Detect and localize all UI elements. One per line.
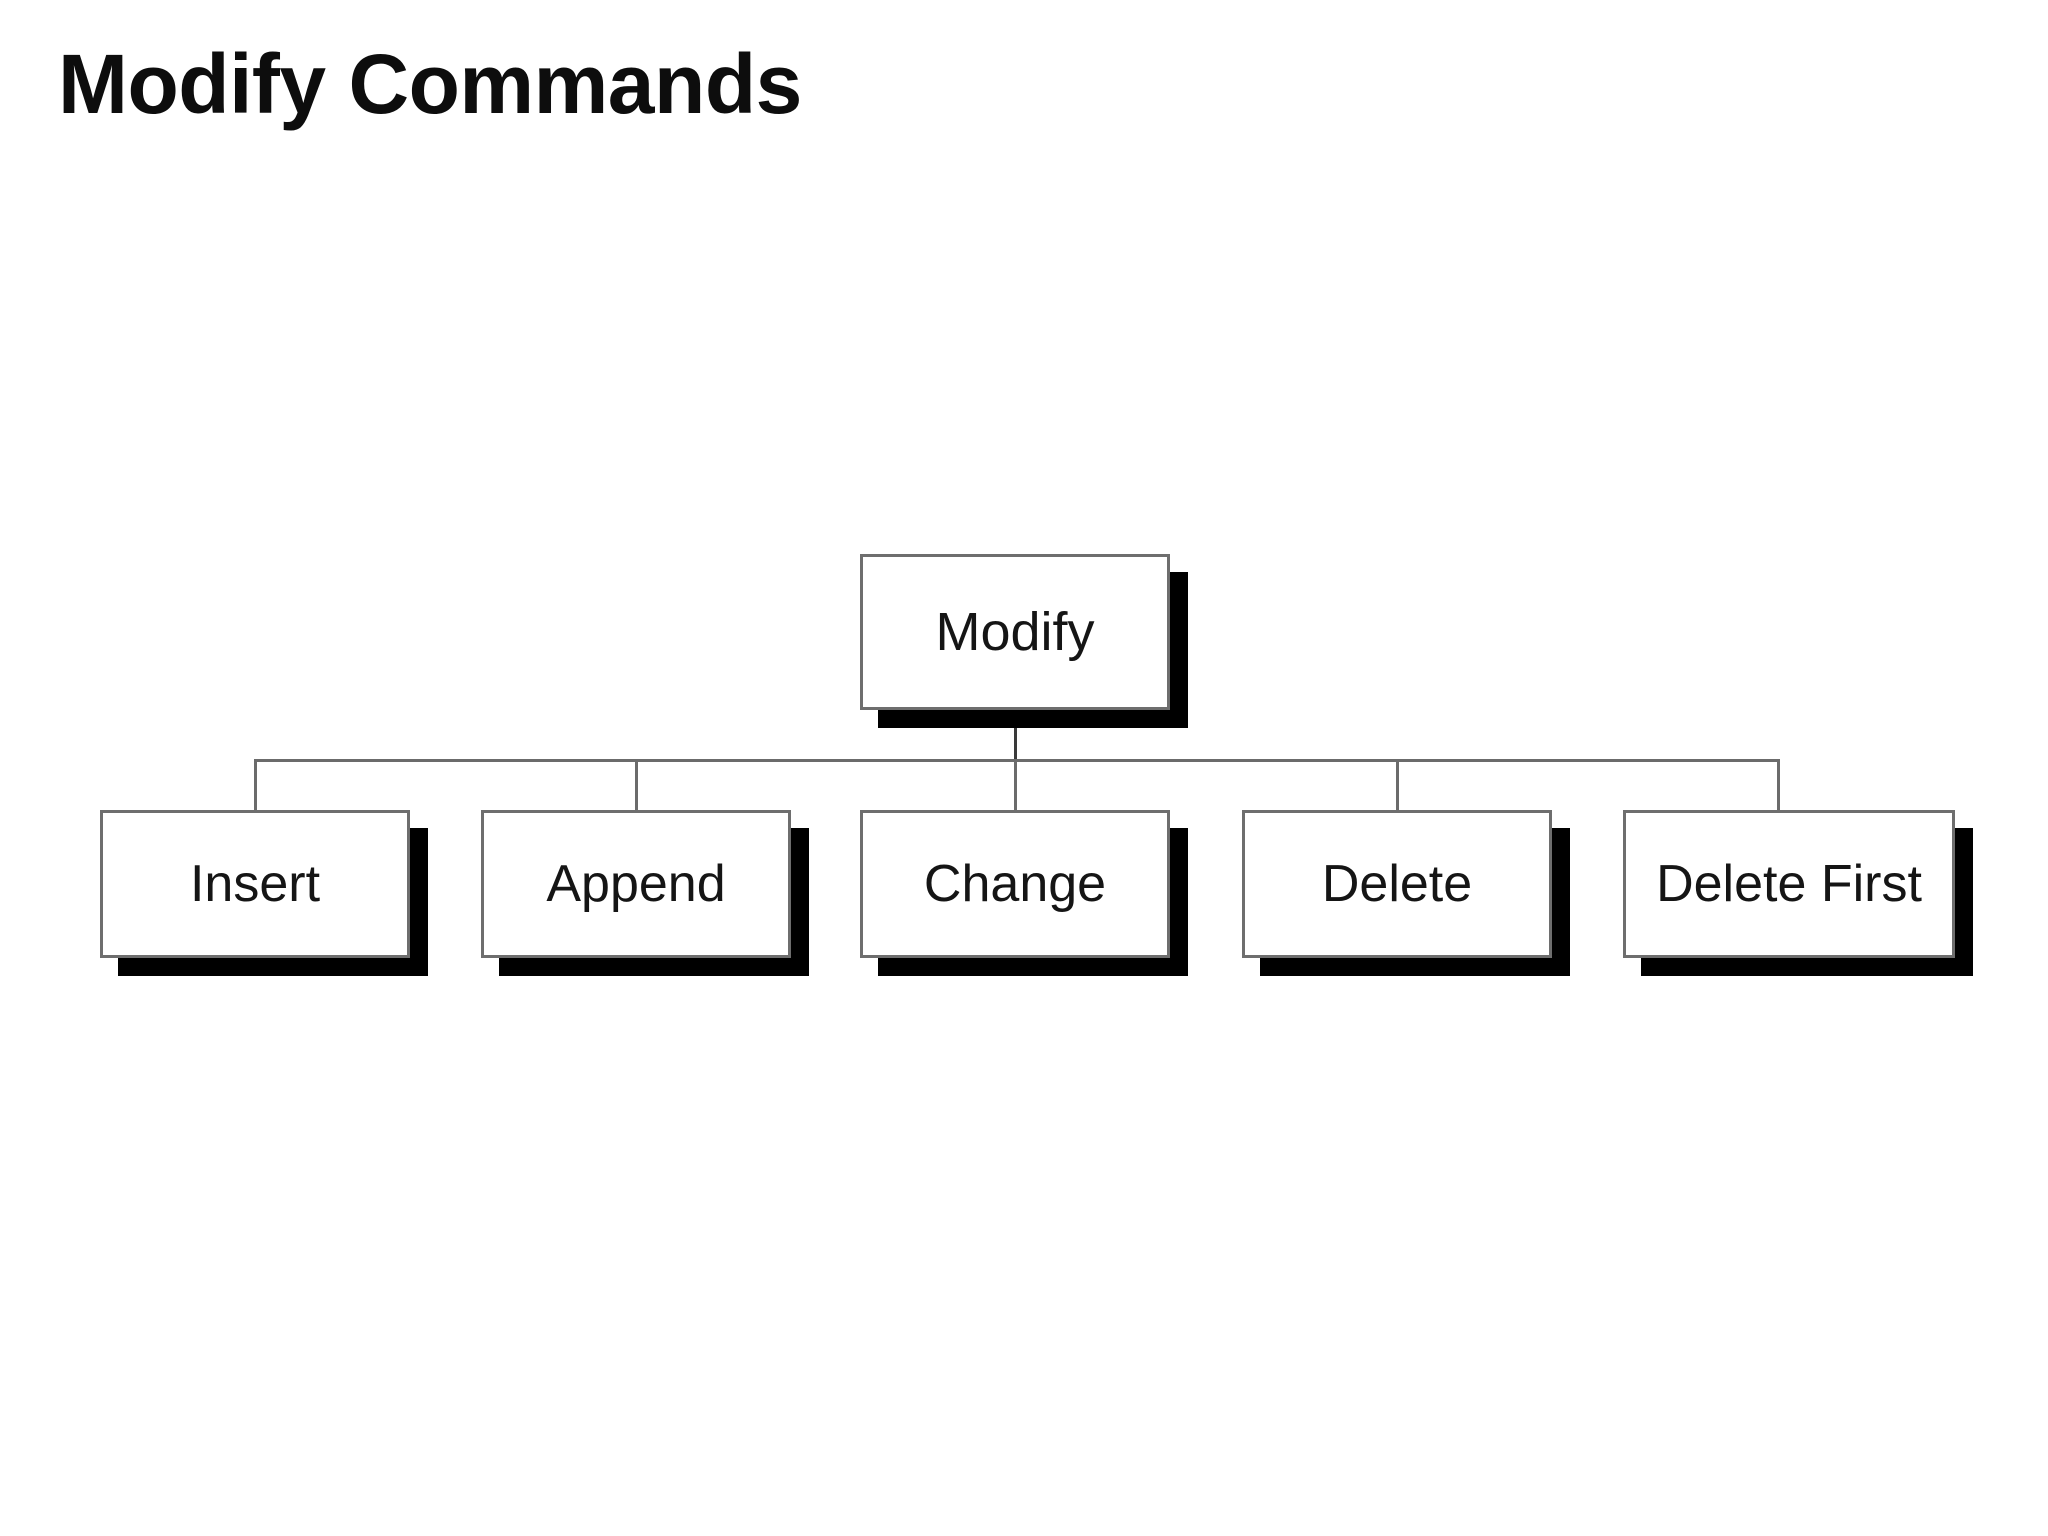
node-box: Modify bbox=[860, 554, 1170, 710]
connector-horizontal-bus bbox=[254, 759, 1780, 762]
node-modify[interactable]: Modify bbox=[860, 554, 1188, 728]
connector-drop-delete bbox=[1396, 759, 1399, 812]
node-label: Change bbox=[923, 855, 1107, 913]
node-label: Append bbox=[546, 855, 726, 913]
node-label: Insert bbox=[189, 855, 321, 913]
connector-drop-delete-first bbox=[1777, 759, 1780, 812]
page-title: Modify Commands bbox=[58, 37, 802, 131]
node-delete-first[interactable]: Delete First bbox=[1623, 810, 1973, 976]
node-box: Append bbox=[481, 810, 791, 958]
node-box: Delete First bbox=[1623, 810, 1955, 958]
node-label: Modify bbox=[935, 602, 1095, 662]
node-change[interactable]: Change bbox=[860, 810, 1188, 976]
connector-drop-append bbox=[635, 759, 638, 812]
node-delete[interactable]: Delete bbox=[1242, 810, 1570, 976]
node-label: Delete First bbox=[1656, 855, 1922, 913]
connector-drop-change bbox=[1014, 759, 1017, 812]
connector-drop-insert bbox=[254, 759, 257, 812]
connector-root-stem bbox=[1014, 709, 1017, 761]
node-insert[interactable]: Insert bbox=[100, 810, 428, 976]
node-box: Delete bbox=[1242, 810, 1552, 958]
node-box: Change bbox=[860, 810, 1170, 958]
node-label: Delete bbox=[1321, 855, 1473, 913]
node-append[interactable]: Append bbox=[481, 810, 809, 976]
node-box: Insert bbox=[100, 810, 410, 958]
